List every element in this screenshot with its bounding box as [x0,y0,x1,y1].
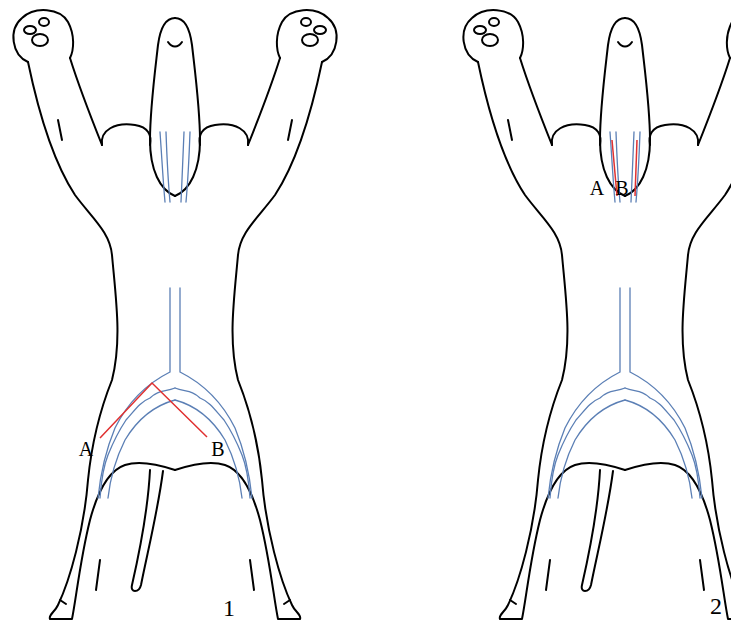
dog-outline [13,10,336,619]
figure-number: 1 [223,596,235,620]
figure-number: 2 [710,594,722,618]
dog-outline [463,10,731,619]
point-label: B [615,178,628,198]
highlighted-vein [100,383,207,438]
point-label: A [79,439,93,459]
point-label: B [211,439,224,459]
point-label: A [590,178,604,198]
highlighted-vein [635,140,637,196]
